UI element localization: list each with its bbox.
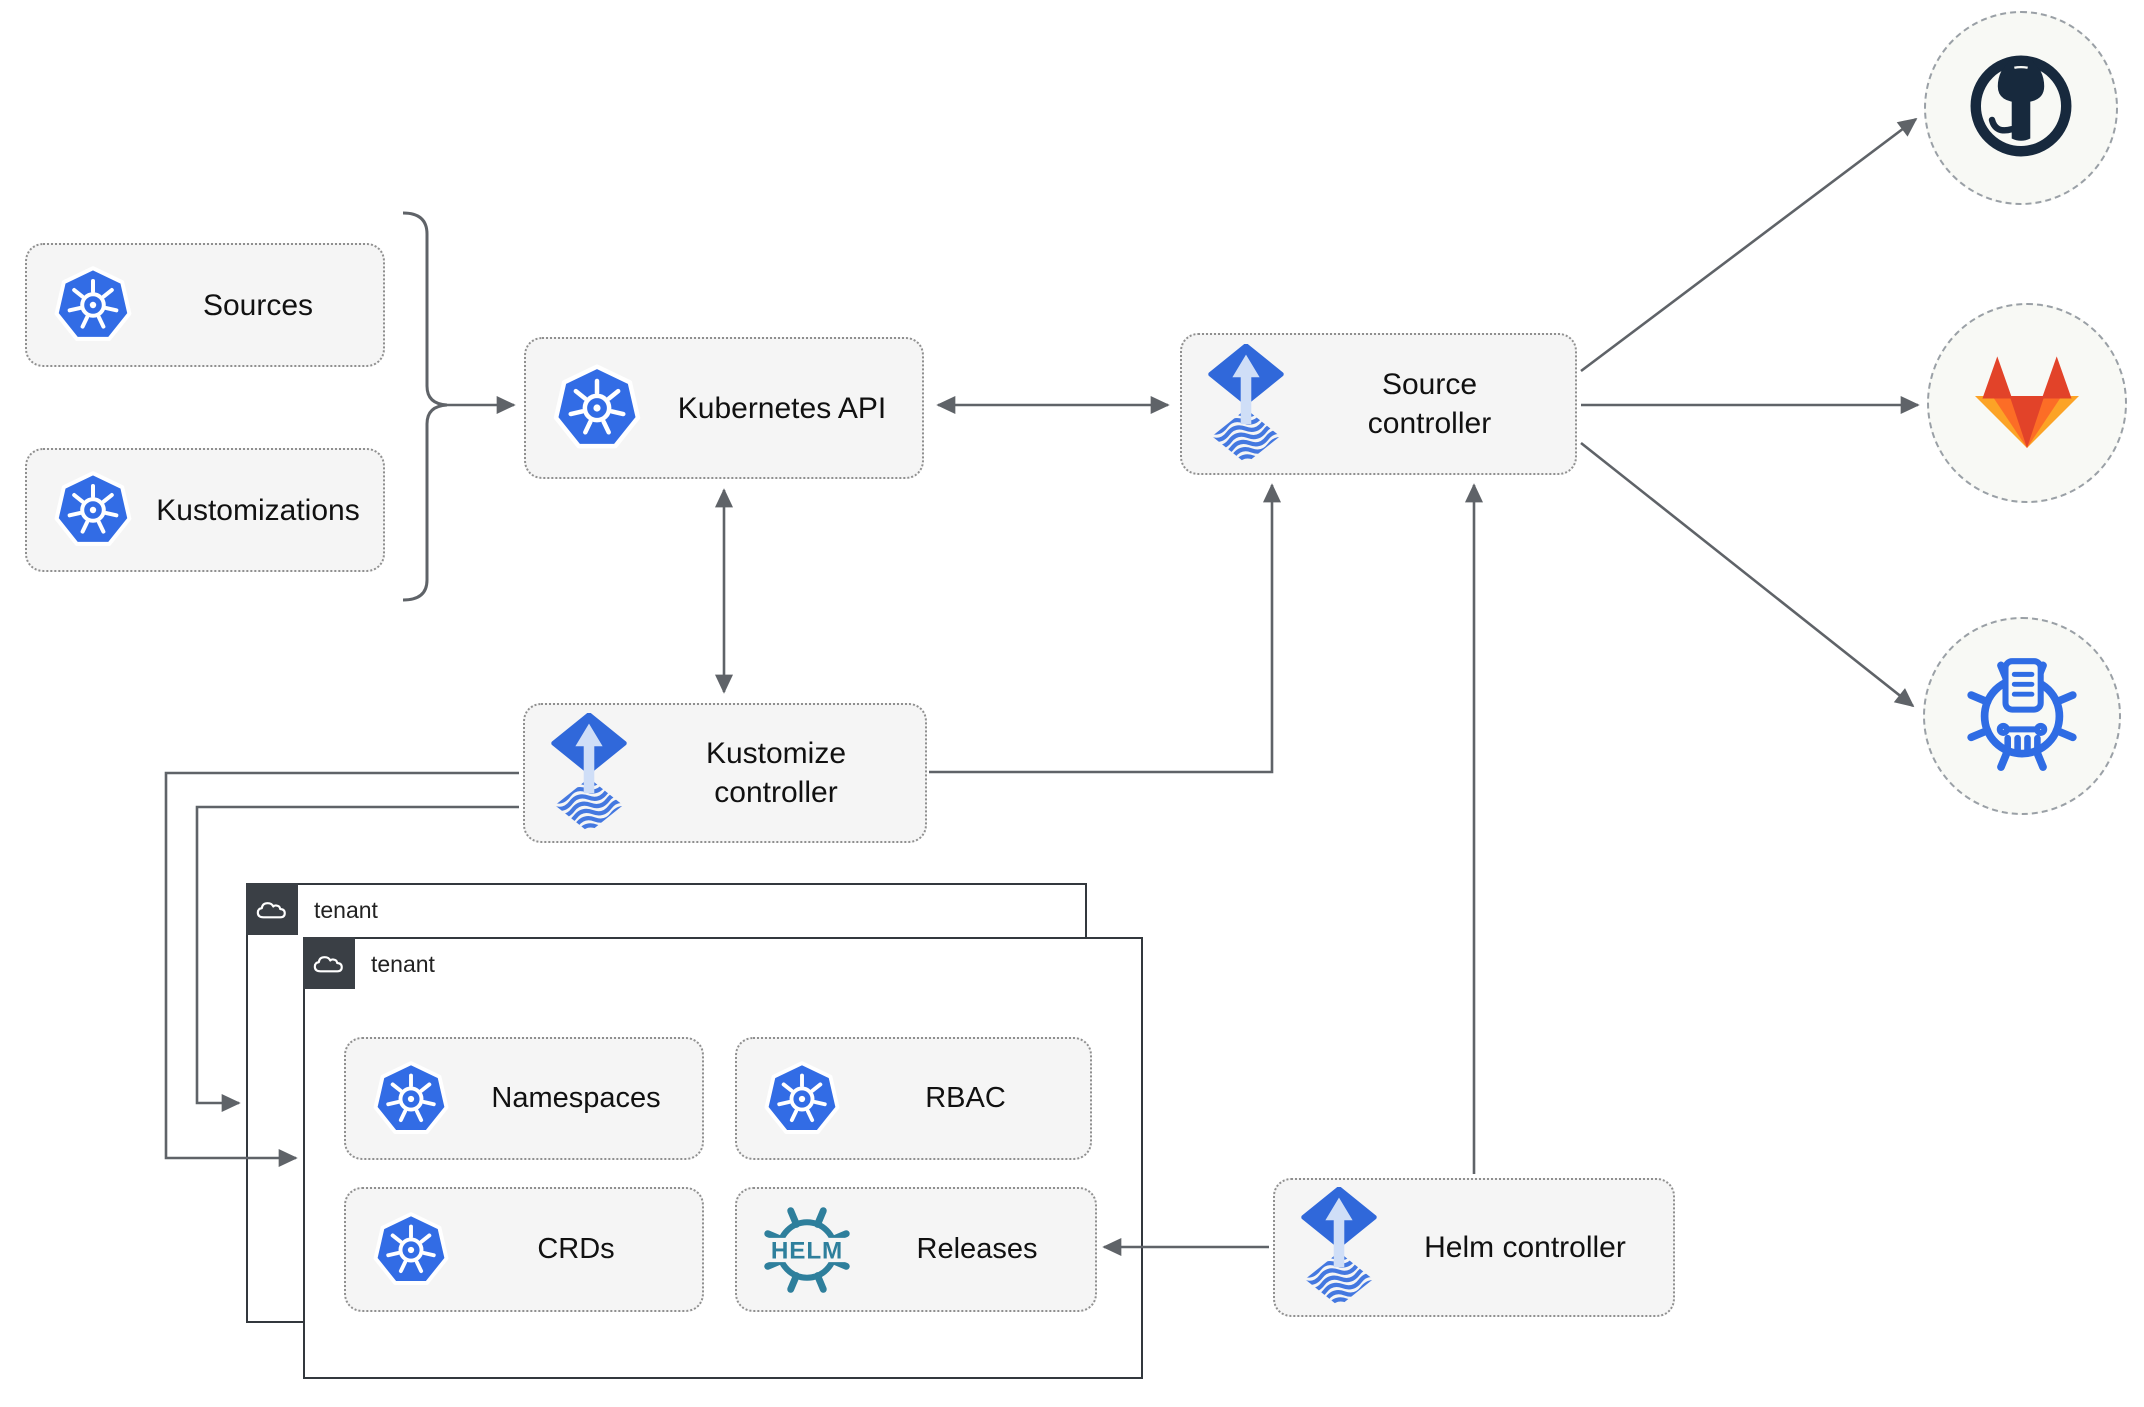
kubernetes-icon [53, 265, 133, 345]
tenant-outer-label: tenant [314, 897, 378, 923]
github-remote-circle [1924, 11, 2118, 205]
cloud-icon [246, 883, 298, 935]
helm-controller-label: Helm controller [1424, 1231, 1626, 1264]
kustomizations-box: Kustomizations [25, 448, 385, 572]
namespaces-label: Namespaces [491, 1081, 661, 1114]
source-controller-label: Source controller [1367, 368, 1492, 440]
chartmuseum-icon [1956, 648, 2088, 785]
helm-controller-box: Helm controller [1273, 1178, 1675, 1317]
kubernetes-icon [372, 1060, 450, 1138]
chartmuseum-remote-circle [1923, 617, 2121, 815]
rbac-box: RBAC [735, 1037, 1092, 1160]
edge-source-to-github [1580, 117, 1918, 373]
tenant-inner-box: tenant Namespaces RBAC CRDs [303, 937, 1143, 1379]
kubernetes-icon [763, 1060, 841, 1138]
helm-icon: HELM [755, 1198, 859, 1302]
sources-box: Sources [25, 243, 385, 367]
kubernetes-icon [552, 363, 642, 453]
kustomize-controller-box: Kustomize controller [523, 703, 927, 843]
tenant-inner-label: tenant [371, 951, 435, 977]
flux-icon [1208, 344, 1284, 465]
edge-source-to-chartmuseum [1580, 441, 1915, 708]
helm-logo-text: HELM [771, 1237, 843, 1264]
flux-icon [551, 713, 627, 834]
edge-kustomize-to-source [929, 483, 1282, 774]
rbac-label: RBAC [925, 1081, 1006, 1114]
kustomizations-label: Kustomizations [156, 493, 360, 527]
kustomize-controller-label: Kustomize controller [705, 737, 847, 809]
source-controller-box: Source controller [1180, 333, 1577, 475]
namespaces-box: Namespaces [344, 1037, 704, 1160]
kubernetes-icon [372, 1211, 450, 1289]
crds-label: CRDs [537, 1232, 615, 1265]
flux-icon [1301, 1187, 1377, 1308]
sources-label: Sources [202, 288, 314, 322]
releases-box: HELM Releases [735, 1187, 1097, 1312]
gitlab-remote-circle [1927, 303, 2127, 503]
releases-label: Releases [916, 1232, 1038, 1265]
github-icon [1963, 48, 2079, 169]
sources-brace [402, 211, 448, 602]
kubernetes-api-box: Kubernetes API [524, 337, 924, 479]
gitlab-icon [1965, 349, 2089, 458]
cloud-icon [303, 937, 355, 989]
crds-box: CRDs [344, 1187, 704, 1312]
kubernetes-api-label: Kubernetes API [677, 391, 887, 425]
kubernetes-icon [53, 470, 133, 550]
